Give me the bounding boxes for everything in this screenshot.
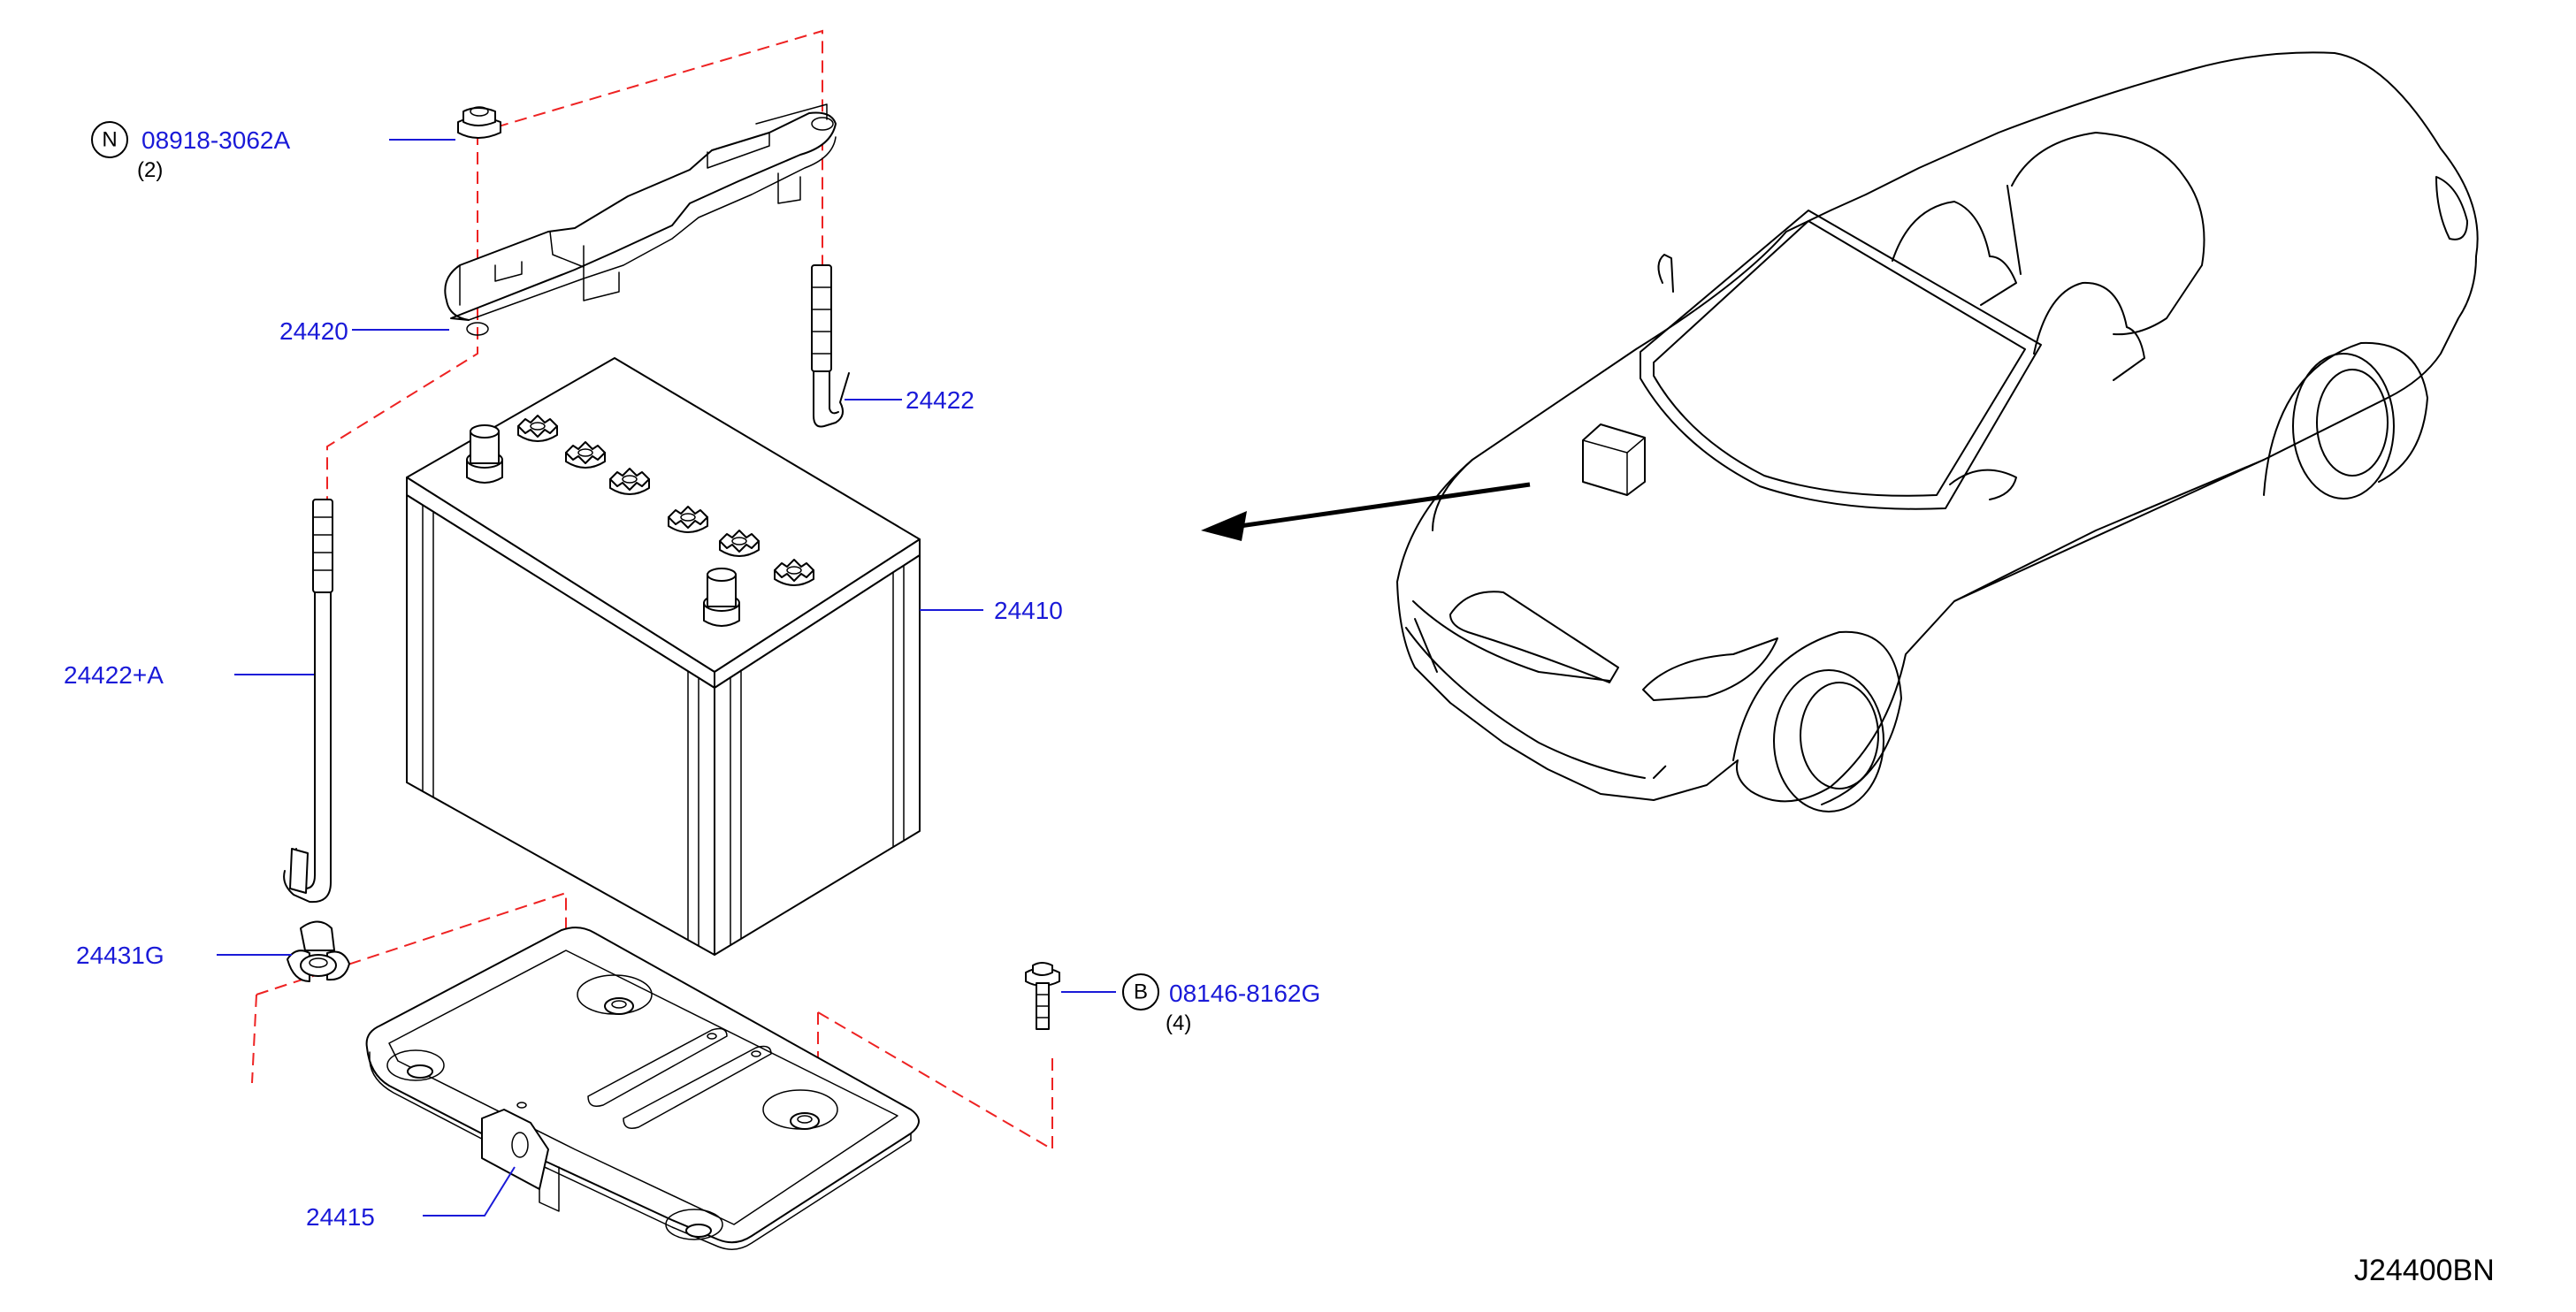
nut-quantity: (2)	[137, 158, 163, 182]
rod-right-part-number: 24422	[906, 386, 975, 414]
cap-part-number: 24431G	[76, 942, 164, 969]
callout-bolt: B 08146-8162G (4)	[1122, 973, 1320, 1035]
flange-nut	[457, 106, 501, 139]
hold-rod-right	[811, 264, 850, 428]
leader-lines	[217, 139, 1116, 1217]
battery-tray	[365, 927, 920, 1250]
bolt-quantity: (4)	[1166, 1011, 1191, 1035]
battery-part-number: 24410	[994, 597, 1063, 624]
battery-hold-frame	[444, 103, 837, 336]
battery-cell-caps	[517, 415, 814, 586]
nut-prefix: N	[102, 128, 117, 152]
battery-terminal-positive	[703, 568, 740, 627]
vehicle-outline	[1396, 51, 2479, 812]
bolt-part-number: 08146-8162G	[1169, 980, 1320, 1007]
battery	[406, 357, 921, 956]
nut-prefix-circle	[91, 121, 128, 158]
rod-left-part-number: 24422+A	[64, 661, 164, 689]
hold-rod-left	[283, 499, 333, 904]
bolt-prefix-circle	[1122, 973, 1159, 1011]
frame-part-number: 24420	[279, 317, 348, 345]
callout-nut: N 08918-3062A (2)	[91, 121, 290, 182]
hold-rod-cap	[287, 920, 350, 982]
tray-part-number: 24415	[306, 1203, 375, 1231]
battery-location-box	[1582, 423, 1646, 496]
flange-bolt	[1025, 962, 1060, 1030]
bolt-prefix: B	[1134, 980, 1148, 1004]
location-arrow	[1201, 482, 1531, 541]
battery-terminal-negative	[466, 424, 503, 484]
nut-part-number: 08918-3062A	[141, 126, 290, 154]
diagram-code: J24400BN	[2354, 1254, 2495, 1287]
